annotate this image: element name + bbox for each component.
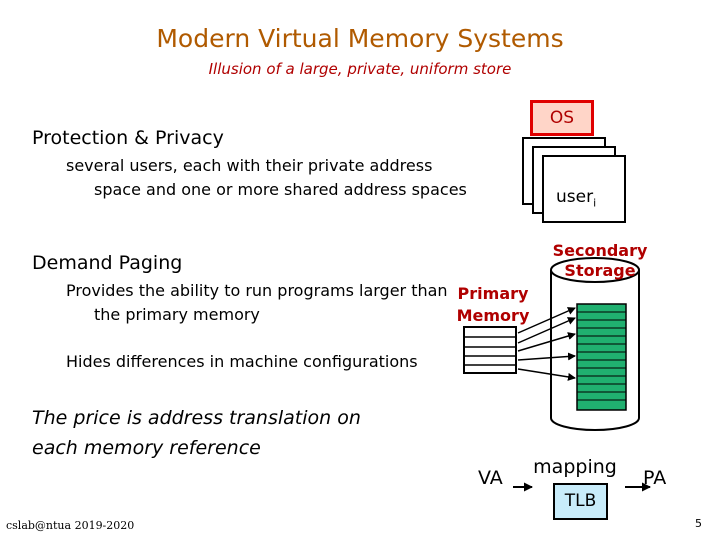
hides-text: Hides differences in machine configurati… — [66, 352, 418, 371]
secondary-storage-line2: Storage — [564, 261, 636, 280]
paging-text: Provides the ability to run programs lar… — [66, 281, 448, 324]
primary-memory-line2: Memory — [456, 306, 530, 325]
os-box: OS — [530, 100, 594, 136]
translation-arrows — [513, 482, 651, 492]
primary-memory-label: Primary Memory — [452, 283, 534, 327]
mapping-label: mapping — [533, 456, 617, 478]
tlb-box: TLB — [553, 483, 608, 520]
page-number: 5 — [695, 517, 702, 530]
protection-text: several users, each with their private a… — [66, 156, 467, 199]
protection-heading: Protection & Privacy — [32, 127, 224, 149]
va-label: VA — [478, 467, 503, 489]
swap-arrows — [517, 307, 576, 381]
user-subscript: i — [593, 196, 597, 210]
secondary-storage-line1: Secondary — [552, 241, 648, 260]
os-label: OS — [549, 108, 575, 128]
price-text: The price is address translation on each… — [32, 407, 361, 459]
secondary-storage-label: Secondary Storage — [550, 241, 650, 281]
paging-heading: Demand Paging — [32, 252, 183, 274]
pa-label: PA — [643, 467, 667, 489]
primary-memory-frames — [463, 326, 517, 374]
footer-source: cslab@ntua 2019-2020 — [6, 519, 135, 532]
storage-cells — [576, 303, 627, 411]
primary-memory-line1: Primary — [457, 284, 529, 303]
tlb-label: TLB — [564, 491, 597, 511]
slide-title: Modern Virtual Memory Systems — [156, 24, 564, 53]
user-page-front: useri — [542, 155, 626, 223]
user-label: useri — [556, 187, 597, 210]
slide-subtitle: Illusion of a large, private, uniform st… — [208, 60, 512, 78]
memory-diagram — [463, 257, 640, 431]
